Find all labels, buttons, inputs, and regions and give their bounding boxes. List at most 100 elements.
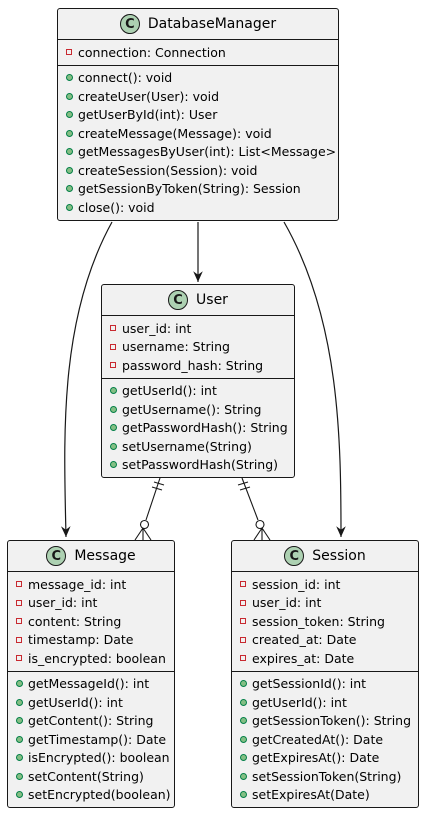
private-icon	[240, 599, 246, 606]
method-row: getSessionId(): int	[232, 675, 418, 694]
method-text: getUserById(int): User	[78, 107, 218, 123]
field-row: session_id: int	[232, 575, 418, 594]
method-text: isEncrypted(): boolean	[28, 750, 170, 766]
method-row: createSession(Session): void	[58, 161, 338, 180]
private-icon	[240, 581, 246, 588]
class-name: DatabaseManager	[147, 16, 277, 32]
method-text: getUserId(): int	[28, 694, 123, 710]
method-text: getSessionByToken(String): Session	[78, 181, 301, 197]
method-text: getMessageId(): int	[28, 676, 150, 692]
public-icon	[15, 717, 23, 725]
method-text: getUserId(): int	[122, 383, 217, 399]
method-text: setContent(String)	[28, 768, 144, 784]
public-icon	[109, 461, 117, 469]
method-text: setUsername(String)	[122, 438, 252, 454]
class-badge-icon: C	[119, 14, 140, 34]
method-row: getUserId(): int	[102, 382, 294, 401]
class-header: C Message	[8, 541, 174, 572]
class-databasemanager[interactable]: C DatabaseManager connection: Connection…	[57, 8, 339, 221]
private-icon	[16, 618, 22, 625]
private-icon	[16, 581, 22, 588]
method-text: getMessagesByUser(int): List<Message>	[78, 144, 337, 160]
field-row: expires_at: Date	[232, 649, 418, 668]
method-row: getMessageId(): int	[8, 675, 174, 694]
public-icon	[65, 148, 73, 156]
method-row: getUsername(): String	[102, 400, 294, 419]
method-text: getUsername(): String	[122, 401, 262, 417]
fields-section: session_id: int user_id: int session_tok…	[232, 572, 418, 671]
public-icon	[239, 735, 247, 743]
public-icon	[15, 680, 23, 688]
edge-dbmanager-session	[283, 221, 346, 538]
private-icon	[16, 655, 22, 662]
public-icon	[15, 791, 23, 799]
field-text: expires_at: Date	[252, 650, 355, 666]
method-text: getSessionToken(): String	[252, 713, 412, 729]
method-text: getTimestamp(): Date	[28, 731, 167, 747]
method-text: connect(): void	[78, 70, 173, 86]
private-icon	[240, 618, 246, 625]
class-header: C User	[102, 285, 294, 316]
field-text: content: String	[28, 613, 122, 629]
methods-section: getSessionId(): int getUserId(): int get…	[232, 670, 418, 808]
public-icon	[65, 203, 73, 211]
class-user[interactable]: C User user_id: int username: String pas…	[101, 284, 295, 478]
fields-section: message_id: int user_id: int content: St…	[8, 572, 174, 671]
class-badge-icon: C	[284, 546, 305, 566]
field-row: user_id: int	[8, 594, 174, 613]
field-text: user_id: int	[28, 595, 98, 611]
public-icon	[239, 717, 247, 725]
methods-section: getUserId(): int getUsername(): String g…	[102, 377, 294, 478]
method-row: getUserId(): int	[8, 693, 174, 712]
field-text: user_id: int	[252, 595, 322, 611]
class-name: Message	[74, 548, 136, 564]
public-icon	[65, 111, 73, 119]
public-icon	[65, 74, 73, 82]
method-row: setSessionToken(String)	[232, 767, 418, 786]
class-message[interactable]: C Message message_id: int user_id: int c…	[7, 540, 175, 808]
method-text: createMessage(Message): void	[78, 125, 272, 141]
private-icon	[16, 599, 22, 606]
private-icon	[16, 636, 22, 643]
method-row: getSessionToken(): String	[232, 712, 418, 731]
field-row: user_id: int	[102, 319, 294, 338]
method-row: getContent(): String	[8, 712, 174, 731]
public-icon	[65, 185, 73, 193]
method-row: close(): void	[58, 198, 338, 217]
method-row: connect(): void	[58, 69, 338, 88]
private-icon	[110, 343, 116, 350]
field-text: username: String	[122, 339, 230, 355]
method-text: getContent(): String	[28, 713, 154, 729]
method-row: getUserById(int): User	[58, 106, 338, 125]
public-icon	[239, 772, 247, 780]
public-icon	[239, 791, 247, 799]
public-icon	[65, 92, 73, 100]
class-header: C DatabaseManager	[58, 9, 338, 40]
methods-section: connect(): void createUser(User): void g…	[58, 64, 338, 220]
method-row: createMessage(Message): void	[58, 124, 338, 143]
public-icon	[109, 424, 117, 432]
class-badge-icon: C	[46, 546, 67, 566]
field-text: password_hash: String	[122, 357, 264, 373]
private-icon	[110, 325, 116, 332]
method-row: setEncrypted(boolean)	[8, 786, 174, 805]
public-icon	[15, 754, 23, 762]
field-row: session_token: String	[232, 612, 418, 631]
method-row: createUser(User): void	[58, 87, 338, 106]
public-icon	[239, 680, 247, 688]
class-session[interactable]: C Session session_id: int user_id: int s…	[231, 540, 419, 808]
field-text: is_encrypted: boolean	[28, 650, 166, 666]
field-row: password_hash: String	[102, 356, 294, 375]
private-icon	[110, 362, 116, 369]
field-row: connection: Connection	[58, 43, 338, 62]
class-name: Session	[312, 548, 366, 564]
method-text: setSessionToken(String)	[252, 768, 402, 784]
field-row: created_at: Date	[232, 631, 418, 650]
method-row: getCreatedAt(): Date	[232, 730, 418, 749]
method-text: getExpiresAt(): Date	[252, 750, 380, 766]
public-icon	[109, 387, 117, 395]
private-icon	[240, 655, 246, 662]
method-text: createSession(Session): void	[78, 162, 258, 178]
method-row: getPasswordHash(): String	[102, 419, 294, 438]
